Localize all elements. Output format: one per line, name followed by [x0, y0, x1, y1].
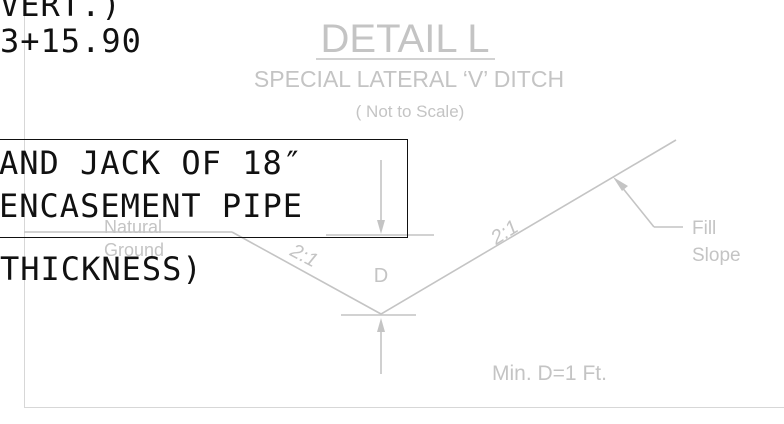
overlay-text-thickness: THICKNESS): [0, 250, 203, 288]
scale-note: ( Not to Scale): [356, 102, 465, 121]
detail-subtitle: SPECIAL LATERAL ‘V’ DITCH: [254, 66, 564, 92]
overlay-text-station: 3+15.90: [0, 22, 142, 60]
ditch-right-slope: [380, 139, 677, 315]
fill-slope-label-2: Slope: [692, 245, 741, 266]
fill-slope-arrowhead: [613, 177, 628, 191]
overlay-text-vert: VERT.): [0, 0, 122, 24]
depth-label: D: [374, 265, 388, 287]
depth-arrowhead-up: [377, 318, 385, 332]
detail-title: DETAIL L: [321, 17, 490, 61]
natural-ground-label-2: Ground: [104, 240, 164, 260]
depth-arrowhead-down: [377, 220, 385, 234]
drawing-frame: [24, 0, 784, 408]
callout-line-2: ENCASEMENT PIPE: [0, 187, 303, 225]
slope-label-left: 2:1: [286, 239, 322, 272]
ditch-left-slope: [231, 231, 382, 315]
callout-line-1: AND JACK OF 18″: [0, 144, 303, 182]
callout-box: AND JACK OF 18″ ENCASEMENT PIPE: [0, 139, 408, 238]
min-depth-note: Min. D=1 Ft.: [492, 362, 607, 385]
fill-slope-label-1: Fill: [692, 218, 716, 239]
